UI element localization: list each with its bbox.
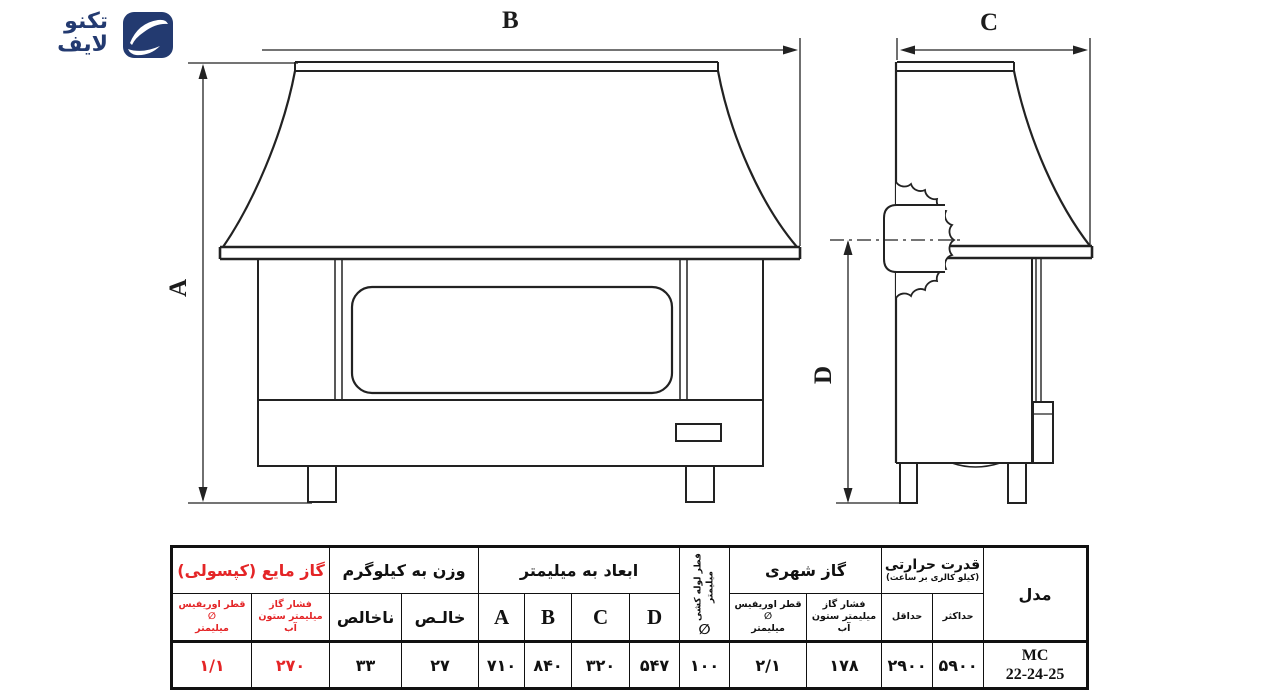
weight-gross-header: ناخالص [329, 593, 403, 642]
weight-net-header: خالـص [401, 593, 480, 642]
power-min-header: حداقل [881, 593, 934, 642]
dim-label-d: D [810, 366, 837, 384]
model-title: مدل [1018, 584, 1052, 604]
dimension-lines [188, 38, 1091, 504]
heater-dimension-drawing: B C A D [165, 7, 1094, 504]
flue-stub [883, 204, 945, 273]
spec-table: گاز مایع (کپسولی) وزن به کیلوگرم ابعاد ب… [170, 545, 1090, 690]
city-pressure-value: ۱۷۸ [806, 640, 883, 689]
model-value: MC 22-24-25 [983, 640, 1089, 689]
lpg-orifice-header: قطر اوریفیس ∅ میلیمتر [171, 593, 252, 642]
dim-a-value: ۷۱۰ [478, 640, 526, 689]
diameter-symbol: ∅ [698, 622, 711, 638]
city-pressure-header: فشار گاز میلیمتر ستون آب [806, 593, 883, 642]
lpg-title: گاز مایع (کپسولی) [177, 561, 325, 580]
dim-label-a: A [165, 279, 192, 297]
power-section-header: قدرت حرارتی (کیلو کالری بر ساعت) [881, 546, 985, 594]
lpg-pressure-value: ۲۷۰ [250, 640, 331, 689]
power-min-value: ۲۹۰۰ [881, 640, 934, 689]
city-orifice-value: ۲/۱ [729, 640, 808, 689]
dim-label-b: B [502, 7, 519, 34]
pipe-header-rotated: قطر لوله کشی میلیمتر [692, 552, 715, 621]
lpg-orifice-value: ۱/۱ [171, 640, 252, 689]
city-orifice-header: قطر اوریفیس ∅ میلیمتر [729, 593, 808, 642]
model-header: مدل [983, 546, 1089, 642]
weight-net-value: ۲۷ [401, 640, 480, 689]
power-title: قدرت حرارتی [884, 556, 981, 573]
lpg-section-header: گاز مایع (کپسولی) [170, 546, 331, 594]
city-gas-section-header: گاز شهری [729, 546, 883, 594]
power-subtitle: (کیلو کالری بر ساعت) [885, 573, 980, 584]
pipe-diameter-value: ۱۰۰ [679, 640, 731, 689]
logo-swoosh-icon [123, 12, 173, 58]
side-view [830, 61, 1094, 504]
power-max-header: حداکثر [932, 593, 985, 642]
power-max-value: ۵۹۰۰ [932, 640, 985, 689]
dim-c-header: C [571, 593, 631, 642]
dims-section-header: ابعاد به میلیمتر [478, 546, 681, 594]
front-view [218, 61, 802, 503]
dims-title: ابعاد به میلیمتر [519, 561, 639, 580]
dimension-labels: B C A D [165, 7, 998, 384]
weight-title: وزن به کیلوگرم [342, 561, 466, 580]
dim-label-c: C [980, 9, 998, 36]
pipe-diameter-header: قطر لوله کشی میلیمتر ∅ [679, 546, 731, 642]
dim-b-header: B [524, 593, 573, 642]
dim-d-header: D [629, 593, 681, 642]
lpg-pressure-header: فشار گاز میلیمتر ستون آب [250, 593, 331, 642]
city-gas-title: گاز شهری [765, 561, 847, 580]
logo-wordmark: تکنو لایف [28, 11, 108, 56]
logo-word-line1: تکنو [64, 9, 108, 34]
logo-word-line2: لایف [57, 32, 108, 57]
dim-c-value: ۳۲۰ [571, 640, 631, 689]
dim-b-value: ۸۴۰ [524, 640, 573, 689]
dim-a-header: A [478, 593, 526, 642]
weight-gross-value: ۳۳ [329, 640, 403, 689]
dim-d-value: ۵۴۷ [629, 640, 681, 689]
weight-section-header: وزن به کیلوگرم [329, 546, 480, 594]
technolife-logo: تکنو لایف [28, 8, 178, 68]
